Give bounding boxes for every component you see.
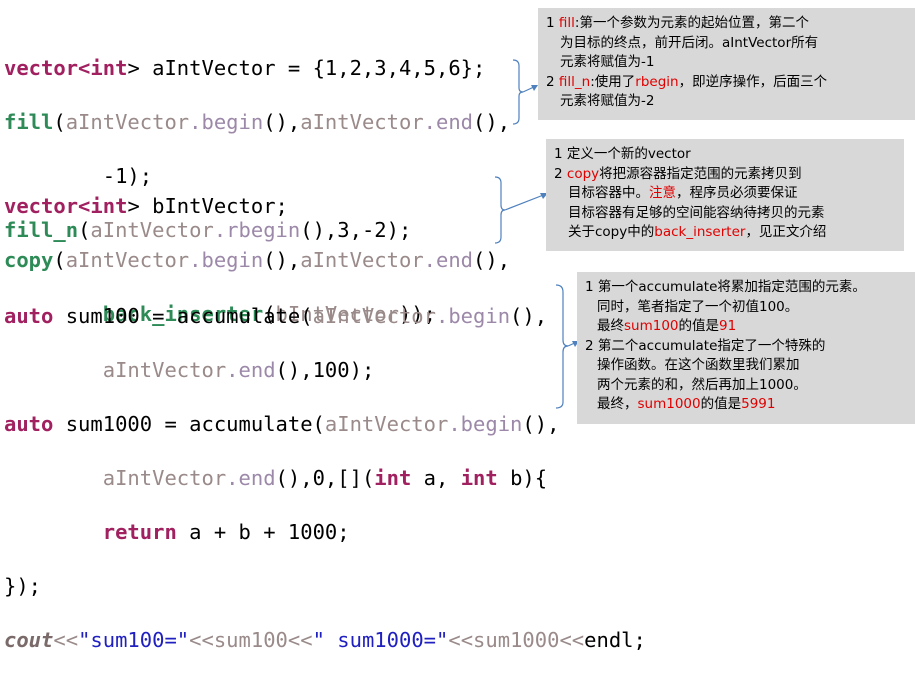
- code-block-fill: vector<int> aIntVector = {1,2,3,4,5,6}; …: [4, 28, 510, 271]
- note-copy-row-5: 关于copy中的back_inserter，见正文介绍: [568, 224, 827, 240]
- note-accumulate-row-6: 两个元素的和，然后再加上1000。: [597, 376, 807, 393]
- note-copy-row-2: 2 copy将把源容器指定范围的元素拷贝到: [554, 165, 802, 182]
- code-line-back-inserter: back_inserter(bIntVector));: [102, 302, 436, 326]
- note-accumulate-row-1: 1 第一个accumulate将累加指定范围的元素。: [585, 279, 866, 295]
- bracket-accumulate: [555, 284, 569, 409]
- arrowhead-fill: [531, 85, 538, 91]
- note-copy-row-4: 目标容器有足够的空间能容纳待拷贝的元素: [568, 204, 825, 221]
- code-line-copy: copy(aIntVector.begin(),aIntVector.end()…: [4, 248, 511, 272]
- note-fill-row-1: 1 fill:第一个参数为元素的起始位置，第二个: [546, 15, 809, 31]
- code-line-fill: fill(aIntVector.begin(),aIntVector.end()…: [4, 110, 511, 134]
- note-accumulate-row-3: 最终sum100的值是91: [597, 318, 737, 334]
- note-fill-row-5: 元素将赋值为-2: [560, 93, 655, 109]
- code-line-sum100-args: aIntVector.end(),100);: [102, 358, 375, 382]
- note-fill: 1 fill:第一个参数为元素的起始位置，第二个 为目标的终点，前开后闭。aIn…: [538, 8, 915, 120]
- code-line-sum1000: auto sum1000 = accumulate(aIntVector.beg…: [4, 412, 560, 436]
- code-line-vector-b: vector<int> bIntVector;: [4, 194, 288, 218]
- note-copy-row-3: 目标容器中。注意，程序员必须要保证: [568, 185, 798, 201]
- arrow-copy: [504, 193, 547, 211]
- note-fill-row-2: 为目标的终点，前开后闭。aIntVector所有: [560, 34, 819, 51]
- note-fill-row-4: 2 fill_n:使用了rbegin，即逆序操作，后面三个: [546, 73, 828, 90]
- code-line-cout: cout<<"sum100="<<sum100<<" sum1000="<<su…: [4, 628, 646, 652]
- code-line-close: });: [4, 574, 42, 598]
- note-copy: 1 定义一个新的vector 2 copy将把源容器指定范围的元素拷贝到 目标容…: [546, 139, 904, 251]
- code-line-fill-arg: -1);: [4, 164, 153, 188]
- note-fill-row-3: 元素将赋值为-1: [560, 54, 655, 70]
- code-block-copy: vector<int> bIntVector; copy(aIntVector.…: [4, 166, 510, 355]
- note-accumulate-row-4: 2 第二个accumulate指定了一个特殊的: [585, 337, 826, 354]
- code-line-sum100: auto sum100 = accumulate(aIntVector.begi…: [4, 304, 548, 328]
- bracket-copy: [494, 176, 506, 244]
- note-copy-row-1: 1 定义一个新的vector: [554, 146, 691, 162]
- note-accumulate-row-5: 操作函数。在这个函数里我们累加: [597, 357, 800, 373]
- code-line-fill-n: fill_n(aIntVector.rbegin(),3,-2);: [4, 218, 412, 242]
- bracket-fill: [512, 59, 524, 125]
- note-accumulate: 1 第一个accumulate将累加指定范围的元素。 同时，笔者指定了一个初值1…: [577, 272, 915, 424]
- note-accumulate-row-7: 最终，sum1000的值是5991: [597, 396, 776, 412]
- code-line-vector-a: vector<int> aIntVector = {1,2,3,4,5,6};: [4, 56, 486, 80]
- code-line-return: return a + b + 1000;: [102, 520, 350, 544]
- note-accumulate-row-2: 同时，笔者指定了一个初值100。: [597, 298, 799, 315]
- code-line-sum1000-lambda: aIntVector.end(),0,[](int a, int b){: [102, 466, 548, 490]
